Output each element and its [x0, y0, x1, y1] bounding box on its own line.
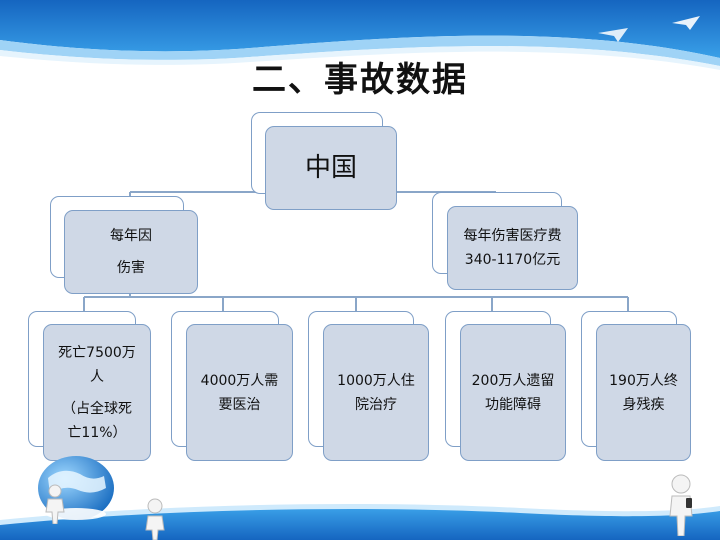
root-node: 中国: [265, 126, 397, 210]
node-text: 伤害: [117, 260, 145, 276]
hospitalized-node: 1000万人住 院治疗: [323, 324, 429, 461]
root-label: 中国: [304, 153, 357, 183]
white-figure-phone-icon: [669, 474, 693, 536]
header-decoration: [0, 0, 720, 70]
node-text: 200万人遗留: [471, 372, 555, 389]
slide-title: 二、事故数据: [252, 60, 468, 100]
medical-cost-node: 每年伤害医疗费 340-1170亿元: [447, 206, 578, 290]
node-text: 院治疗: [355, 396, 397, 413]
node-text: 人: [90, 368, 104, 385]
node-text: 功能障碍: [485, 396, 541, 413]
injury-each-year-node: 每年因 伤害: [64, 210, 198, 294]
node-text: 身残疾: [622, 396, 665, 413]
node-text: 死亡7500万: [58, 344, 136, 361]
node-text: 1000万人住: [337, 372, 415, 389]
node-text: 每年因: [110, 228, 152, 244]
paper-plane-icon: [672, 16, 700, 30]
node-text: （占全球死: [62, 400, 132, 417]
paper-plane-icon: [598, 28, 628, 42]
need-treatment-node: 4000万人需 要医治: [186, 324, 293, 461]
node-text: 每年伤害医疗费: [463, 228, 562, 244]
node-text: 340-1170亿元: [464, 252, 561, 268]
deaths-node: 死亡7500万 人 （占全球死 亡11%）: [43, 324, 151, 461]
footer-decoration: [0, 504, 720, 540]
disability-node: 200万人遗留 功能障碍: [460, 324, 566, 461]
lifelong-disability-node: 190万人终 身残疾: [596, 324, 691, 461]
node-text: 要医治: [218, 396, 261, 413]
node-text: 190万人终: [609, 372, 678, 389]
white-figure-icon: [45, 484, 65, 524]
node-text: 亡11%）: [67, 424, 127, 441]
white-figure-icon: [145, 498, 165, 540]
node-text: 4000万人需: [200, 372, 279, 389]
